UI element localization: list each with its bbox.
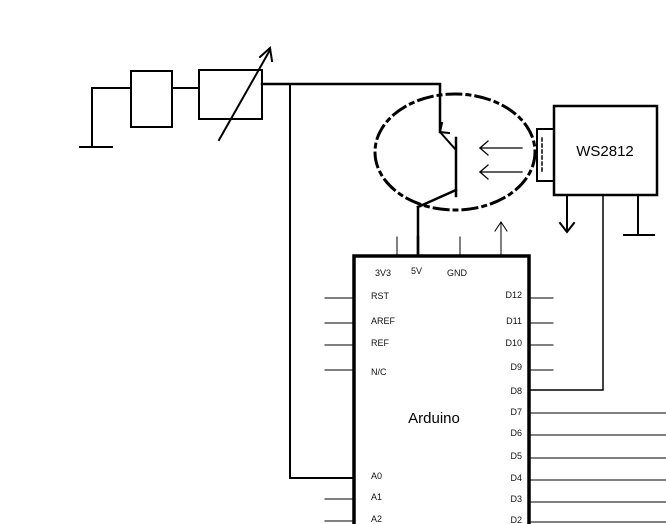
wire-pot-to-A0 [289, 83, 355, 479]
led-emitter [536, 128, 555, 182]
phototransistor [373, 92, 537, 258]
pin-label-d5: D5 [510, 451, 522, 461]
wire-ws2812-data-to-D8 [529, 194, 604, 391]
pin-label-d8: D8 [510, 386, 522, 396]
ground-right [623, 194, 655, 236]
wire-pot-to-transistor [260, 82, 442, 134]
pin-label-d3: D3 [510, 494, 522, 504]
pin-label-a2: A2 [371, 514, 382, 524]
fixed-resistor [130, 70, 173, 128]
pin-label-d4: D4 [510, 473, 522, 483]
pin-label-d9: D9 [510, 362, 522, 372]
pin-label-5v: 5V [411, 266, 422, 276]
pin-label-3v3: 3V3 [375, 268, 391, 278]
pin-label-d11: D11 [506, 316, 522, 326]
ground-left [79, 87, 132, 148]
pin-label-rst: RST [371, 291, 390, 301]
ws2812-module: WS2812 [536, 104, 659, 197]
pin-label-aref: AREF [371, 316, 396, 326]
pin-label-a0: A0 [371, 471, 382, 481]
pin-label-d10: D10 [505, 338, 522, 348]
pin-label-d12: D12 [505, 290, 522, 300]
arduino-board: Arduino 3V3 5V GND RST AREF REF N/C A0 A… [324, 221, 666, 524]
arduino-label: Arduino [408, 410, 460, 427]
pin-label-nc: N/C [371, 367, 387, 377]
pin-label-gnd: GND [447, 268, 468, 278]
pin-label-d2: D2 [510, 515, 522, 524]
pin-label-d6: D6 [510, 428, 522, 438]
pin-label-d7: D7 [510, 407, 522, 417]
phototransistor-outline [373, 92, 537, 212]
pin-label-ref: REF [371, 338, 390, 348]
pin-label-a1: A1 [371, 492, 382, 502]
ws2812-power-arrow [558, 194, 576, 234]
potentiometer [198, 46, 274, 142]
ws2812-label: WS2812 [576, 143, 634, 160]
arduino-outline [352, 254, 531, 524]
light-arrows [479, 140, 523, 180]
